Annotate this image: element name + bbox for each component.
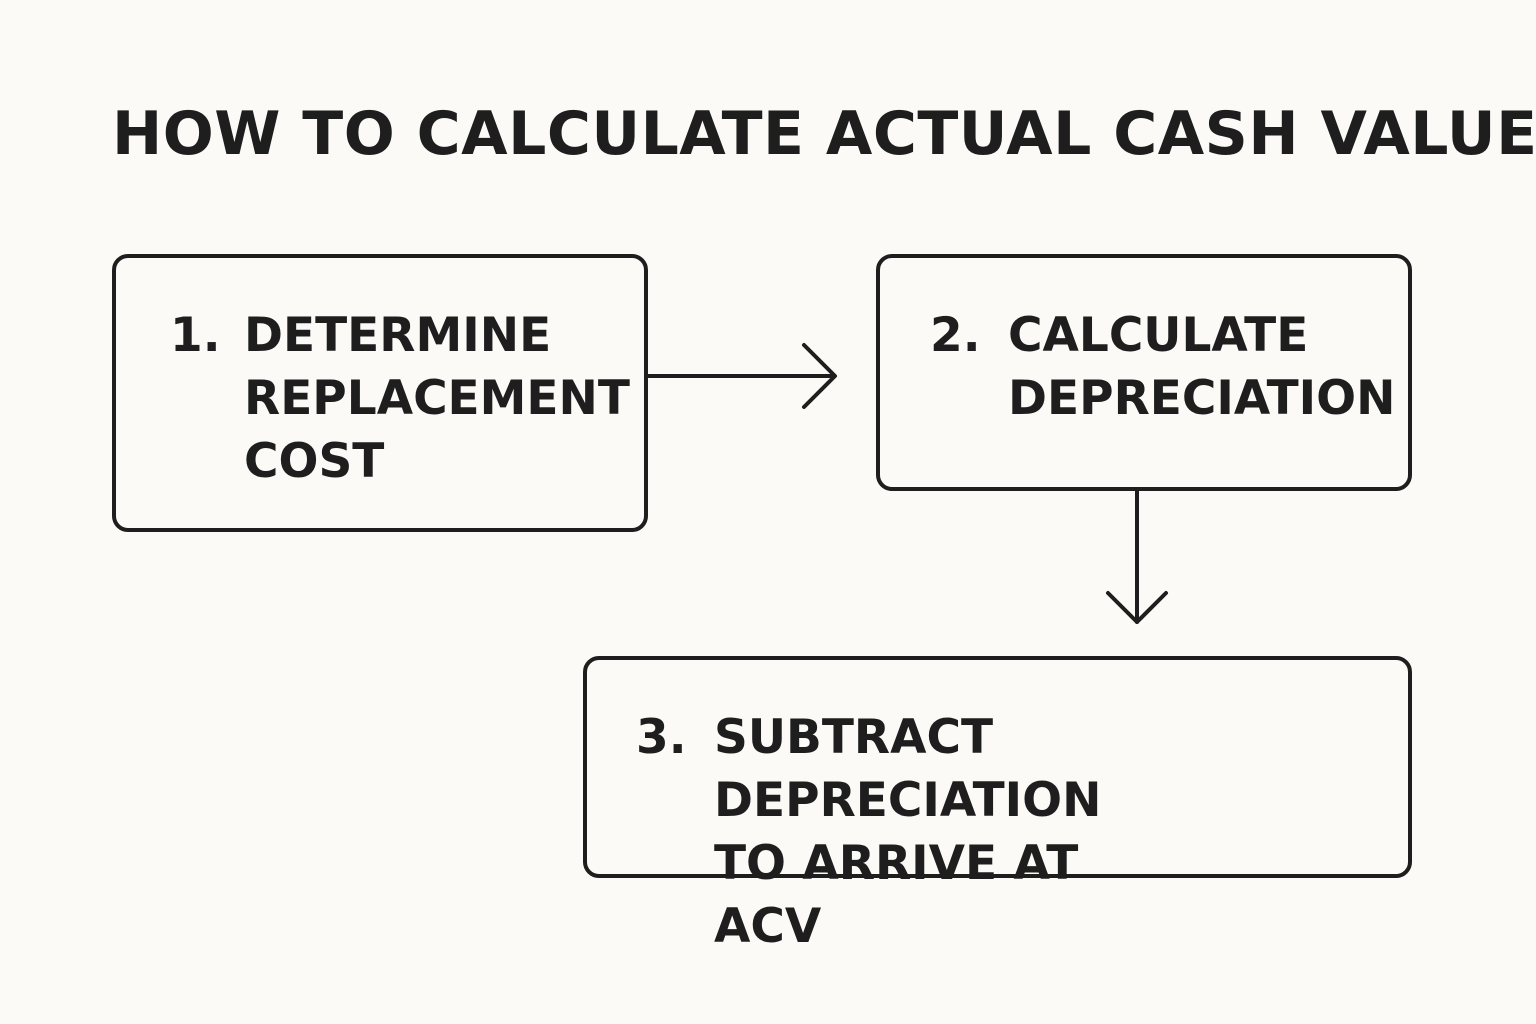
arrow-right-icon — [646, 343, 837, 409]
step-2-label: CALCULATE DEPRECIATION — [1008, 308, 1396, 426]
arrow-down-icon — [1106, 489, 1168, 624]
step-1-number: 1. — [170, 308, 221, 363]
diagram-title: HOW TO CALCULATE ACTUAL CASH VALUE — [112, 99, 1536, 169]
step-2-number: 2. — [930, 308, 981, 363]
step-3-number: 3. — [636, 710, 687, 765]
step-3-box — [583, 656, 1412, 878]
step-1-box — [112, 254, 648, 532]
step-2-box — [876, 254, 1412, 491]
step-3-label: SUBTRACT DEPRECIATION TO ARRIVE AT ACV — [714, 710, 1102, 954]
step-1-label: DETERMINE REPLACEMENT COST — [244, 308, 630, 489]
